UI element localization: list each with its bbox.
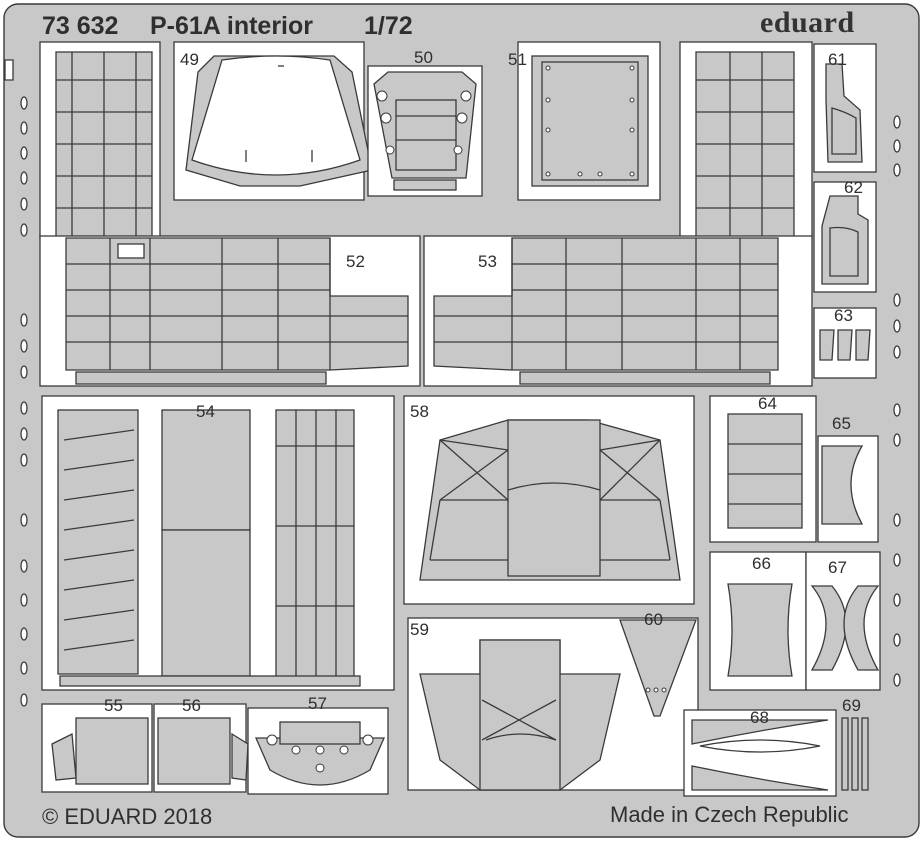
part-69 <box>841 717 869 791</box>
part-number-51: 51 <box>508 50 527 69</box>
scale-label: 1/72 <box>364 12 413 40</box>
part-64 <box>709 395 817 543</box>
part-61 <box>813 43 877 173</box>
part-68 <box>683 709 837 797</box>
part-number-59: 59 <box>410 620 429 639</box>
part-number-56: 56 <box>182 696 201 715</box>
part-number-63: 63 <box>834 306 853 325</box>
part-number-53: 53 <box>478 252 497 271</box>
part-62 <box>813 181 877 293</box>
set-title: P-61A interior <box>150 12 314 40</box>
part-number-64: 64 <box>758 394 777 413</box>
copyright-text: © EDUARD 2018 <box>42 804 213 829</box>
part-number-57: 57 <box>308 694 327 713</box>
part-number-65: 65 <box>832 414 851 433</box>
part-number-49: 49 <box>180 50 199 69</box>
part-number-52: 52 <box>346 252 365 271</box>
part-56 <box>153 703 249 793</box>
origin-text: Made in Czech Republic <box>610 802 849 827</box>
part-53 <box>423 41 813 387</box>
part-60 <box>619 619 697 717</box>
part-number-68: 68 <box>750 708 769 727</box>
fret-side-holes <box>4 59 901 707</box>
part-number-55: 55 <box>104 696 123 715</box>
part-58 <box>403 395 695 605</box>
part-54 <box>41 395 395 691</box>
brand-logo: eduard <box>760 6 855 39</box>
part-number-60: 60 <box>644 610 663 629</box>
part-number-66: 66 <box>752 554 771 573</box>
part-number-54: 54 <box>196 402 215 421</box>
part-number-58: 58 <box>410 402 429 421</box>
part-66 <box>709 551 807 691</box>
part-number-62: 62 <box>844 178 863 197</box>
part-49 <box>173 41 373 201</box>
part-50 <box>367 65 483 197</box>
part-51 <box>517 41 661 201</box>
part-55 <box>41 703 153 793</box>
part-65 <box>817 435 879 543</box>
part-number-67: 67 <box>828 558 847 577</box>
part-63 <box>813 307 877 379</box>
part-number-50: 50 <box>414 48 433 67</box>
part-number-61: 61 <box>828 50 847 69</box>
part-57 <box>247 707 389 795</box>
part-52 <box>39 41 421 387</box>
part-number-69: 69 <box>842 696 861 715</box>
catalog-number: 73 632 <box>42 12 119 40</box>
part-67 <box>805 551 881 691</box>
